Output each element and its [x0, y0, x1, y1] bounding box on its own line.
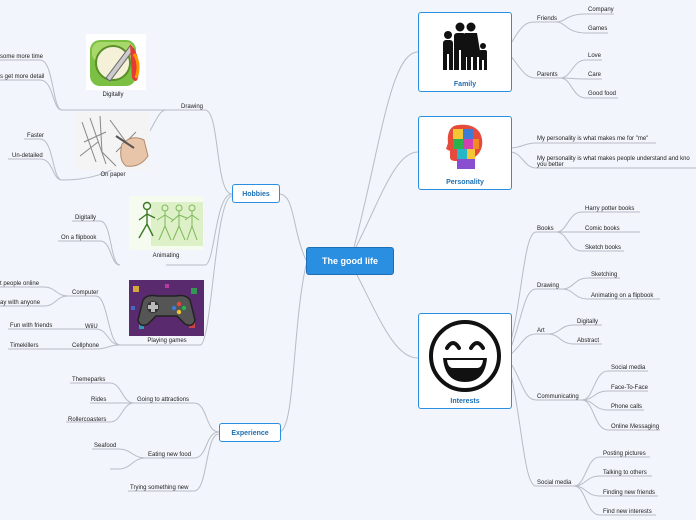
game-controller-icon	[129, 280, 204, 336]
topic-animating-flipbook[interactable]: Animating on a flipbook	[591, 293, 654, 299]
topic-abstract[interactable]: Abstract	[577, 338, 600, 344]
topic-books[interactable]: Books	[537, 226, 554, 232]
topic-friends[interactable]: Friends	[537, 16, 558, 22]
experience-label: Experience	[231, 430, 269, 437]
topic-drawing-interest[interactable]: Drawing	[537, 283, 560, 289]
topic-more-detail[interactable]: s get more detail	[0, 74, 45, 80]
topic-face-to-face[interactable]: Face-To-Face	[611, 385, 649, 391]
topic-love[interactable]: Love	[588, 53, 602, 59]
topic-comic-books[interactable]: Comic books	[585, 226, 620, 232]
caption-playing-games[interactable]: Playing games	[147, 338, 187, 344]
topic-online-messaging[interactable]: Online Messaging	[611, 424, 660, 430]
topic-hobby-drawing[interactable]: Drawing	[181, 104, 204, 110]
topic-wiiu[interactable]: WiiU	[85, 324, 98, 330]
central-topic[interactable]: The good life	[306, 247, 394, 275]
personality-node[interactable]: Personality	[418, 116, 512, 190]
topic-find-new-interests[interactable]: Find new interests	[603, 509, 652, 515]
topic-going-attractions[interactable]: Going to attractions	[137, 397, 190, 403]
topic-play-anyone[interactable]: ay with anyone	[0, 300, 41, 306]
personality-label: Personality	[446, 179, 484, 186]
stick-figures-icon	[129, 196, 204, 250]
paint-palette-icon	[90, 40, 140, 86]
family-label: Family	[453, 81, 477, 88]
topic-themeparks[interactable]: Themeparks	[72, 377, 106, 383]
topic-undetailed[interactable]: Un-detailed	[12, 153, 43, 159]
topic-faster[interactable]: Faster	[27, 133, 45, 139]
topic-rollercoasters[interactable]: Rollercoasters	[68, 417, 107, 423]
topic-good-food[interactable]: Good food	[588, 91, 617, 97]
sketching-hand-icon	[76, 112, 150, 170]
laughing-face-icon	[429, 320, 501, 392]
topic-communicating[interactable]: Communicating	[537, 394, 579, 400]
digital-painting-image	[86, 34, 146, 90]
topic-eating-new-food[interactable]: Eating new food	[148, 452, 192, 458]
interests-label: Interests	[450, 398, 480, 405]
topic-personality-me[interactable]: My personality is what makes me for "me"	[537, 136, 649, 142]
family-icon	[443, 22, 487, 70]
caption-on-paper[interactable]: On paper	[100, 172, 126, 178]
hobbies-node[interactable]: Hobbies	[232, 184, 280, 203]
topic-care[interactable]: Care	[588, 72, 602, 78]
topic-talking-to-others[interactable]: Talking to others	[603, 470, 647, 476]
topic-more-time[interactable]: some more time	[0, 54, 44, 60]
topic-phone-calls[interactable]: Phone calls	[611, 404, 643, 410]
topic-personality-better[interactable]: you better	[537, 162, 564, 168]
experience-node[interactable]: Experience	[219, 423, 281, 442]
caption-digitally[interactable]: Digitally	[102, 92, 124, 98]
topic-harry-potter[interactable]: Harry potter books	[585, 206, 635, 212]
topic-sketch-books[interactable]: Sketch books	[585, 245, 622, 251]
caption-animating[interactable]: Animating	[152, 253, 180, 259]
topic-art-digitally[interactable]: Digitally	[577, 319, 599, 325]
paper-sketch-image	[76, 112, 150, 170]
topic-fun-with-friends[interactable]: Fun with friends	[10, 323, 53, 329]
topic-company[interactable]: Company	[588, 7, 614, 13]
topic-posting-pictures[interactable]: Posting pictures	[603, 451, 646, 457]
hobbies-label: Hobbies	[242, 191, 270, 198]
puzzle-head-icon	[446, 124, 483, 169]
topic-finding-new-friends[interactable]: Finding new friends	[603, 490, 656, 496]
topic-seafood[interactable]: Seafood	[94, 443, 117, 449]
game-controller-image	[129, 280, 204, 336]
topic-anim-digitally[interactable]: Digitally	[75, 215, 97, 221]
family-node[interactable]: Family	[418, 12, 512, 92]
interests-node[interactable]: Interests	[418, 313, 512, 409]
topic-parents[interactable]: Parents	[537, 72, 558, 78]
topic-art[interactable]: Art	[537, 328, 545, 334]
topic-timekillers[interactable]: Timekillers	[10, 343, 39, 349]
topic-comm-social-media[interactable]: Social media	[611, 365, 646, 371]
topic-computer[interactable]: Computer	[72, 290, 99, 296]
topic-social-media[interactable]: Social media	[537, 480, 572, 486]
topic-sketching[interactable]: Sketching	[591, 272, 618, 278]
topic-meet-people[interactable]: t people online	[0, 281, 40, 287]
topic-games[interactable]: Games	[588, 26, 608, 32]
animation-image	[129, 196, 204, 250]
topic-on-flipbook[interactable]: On a flipbook	[61, 235, 97, 241]
topic-cellphone[interactable]: Cellphone	[72, 343, 100, 349]
topic-trying-something-new[interactable]: Trying something new	[130, 485, 189, 491]
topic-personality-understand[interactable]: My personality is what makes people unde…	[537, 156, 690, 162]
topic-rides[interactable]: Rides	[91, 397, 107, 403]
